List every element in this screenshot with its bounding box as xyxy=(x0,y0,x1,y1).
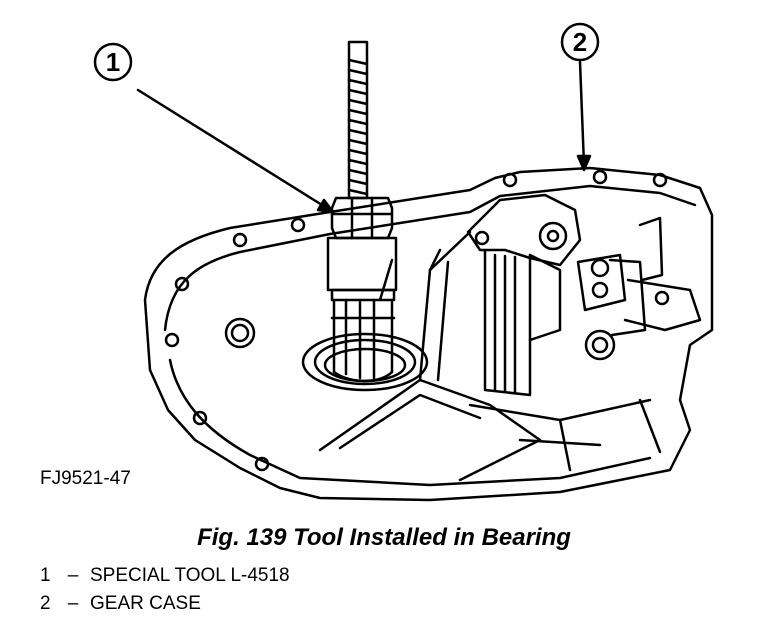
callout-2-leader xyxy=(578,60,586,167)
legend-item-number: 1 xyxy=(40,565,51,586)
legend-item-number: 2 xyxy=(40,593,51,614)
callout-2-arrowhead xyxy=(576,154,592,172)
legend-item-label: GEAR CASE xyxy=(90,593,201,614)
gear-case xyxy=(143,166,714,502)
callout-1-arrowhead xyxy=(316,198,335,214)
callout-1: 1 xyxy=(93,42,335,214)
case-ribs xyxy=(318,230,662,482)
legend-item: 1–SPECIAL TOOL L-4518 xyxy=(40,562,290,590)
special-tool xyxy=(326,40,398,383)
shift-fork-assembly xyxy=(466,193,702,397)
callout-2: 2 xyxy=(560,22,600,172)
callout-1-number: 1 xyxy=(106,47,120,77)
figure-id-label: FJ9521-47 xyxy=(40,468,131,489)
figure-caption: Fig. 139 Tool Installed in Bearing xyxy=(197,524,571,551)
diagram-illustration: 1 2 FJ9521-47 xyxy=(40,22,714,502)
legend-separator: – xyxy=(67,593,79,614)
legend-item: 2–GEAR CASE xyxy=(40,590,290,618)
legend-item-label: SPECIAL TOOL L-4518 xyxy=(90,565,290,586)
callout-1-circle xyxy=(93,42,133,82)
callout-1-leader xyxy=(136,88,332,212)
callout-2-circle xyxy=(560,22,600,62)
callout-2-number: 2 xyxy=(573,27,587,57)
callout-legend: 1–SPECIAL TOOL L-4518 2–GEAR CASE xyxy=(40,562,290,618)
legend-separator: – xyxy=(67,565,79,586)
